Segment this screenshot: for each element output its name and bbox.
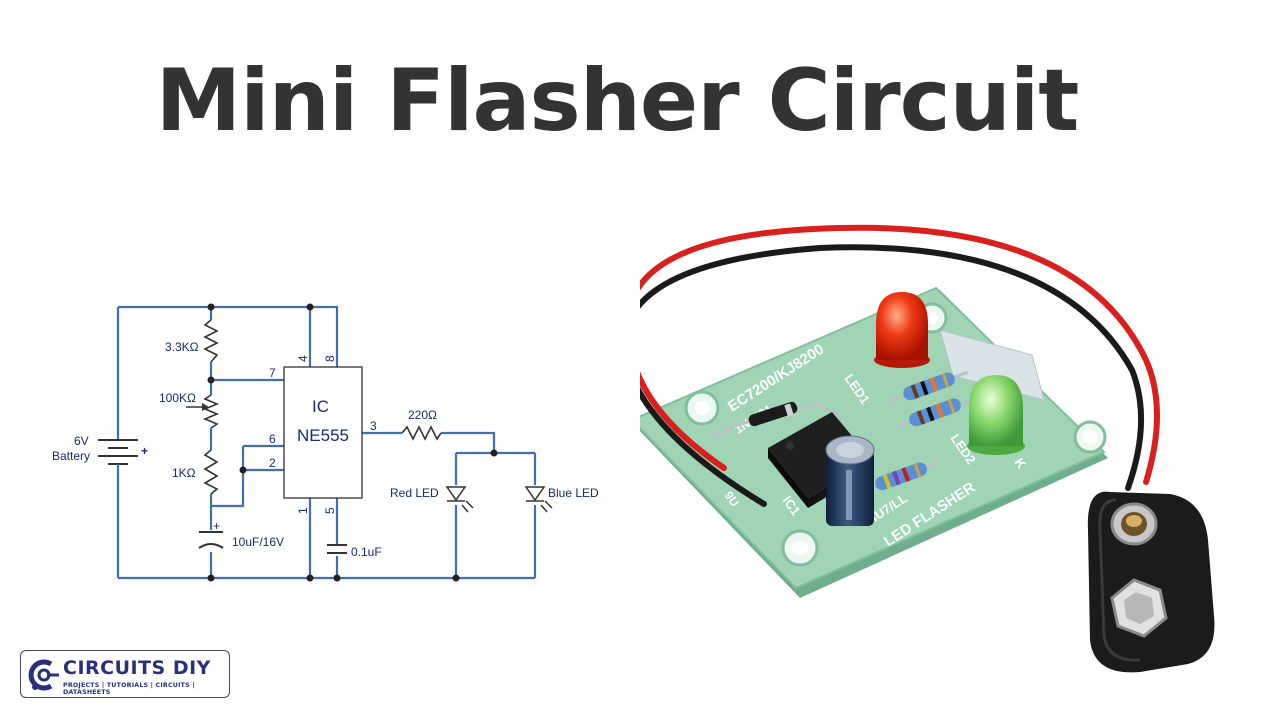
potentiometer-100k: [202, 394, 220, 429]
battery-snap-connector: [1087, 491, 1215, 673]
resistor-3k3-label: 3.3KΩ: [165, 340, 199, 354]
pin-4-label: 4: [296, 355, 310, 362]
capacitor-10uf-label: 10uF/16V: [232, 535, 284, 549]
pin-7-label: 7: [269, 366, 276, 380]
logo-tagline: PROJECTS | TUTORIALS | CIRCUITS | DATASH…: [63, 682, 195, 696]
ic-label: IC: [312, 397, 329, 416]
pin-3-label: 3: [370, 419, 377, 433]
blue-led-symbol: [524, 486, 553, 513]
resistor-220-label: 220Ω: [408, 408, 437, 422]
resistor-1: [888, 370, 969, 403]
pcb-board: [640, 286, 1106, 590]
red-led: [874, 292, 930, 368]
black-wire: [640, 244, 1145, 507]
pin-5-label: 5: [323, 507, 337, 514]
diode: [711, 401, 843, 438]
page-title: Mini Flasher Circuit: [155, 51, 1080, 151]
cap-plus-sign: +: [213, 519, 220, 533]
flasher-board-photo: EC7200/KJ8200 1N4001 LED1 LED2 K IC1 4U7…: [640, 224, 1215, 673]
pin-1-label: 1: [296, 507, 310, 514]
circuits-diy-logo: CIRCUITS DIY PROJECTS | TUTORIALS | CIRC…: [20, 650, 230, 698]
ic-ne555: [283, 366, 363, 499]
capacitor-01uf-label: 0.1uF: [351, 545, 382, 559]
pin-2-label: 2: [269, 456, 276, 470]
blue-led-label: Blue LED: [548, 486, 599, 500]
pin-6-label: 6: [269, 432, 276, 446]
ic-part-label: NE555: [297, 426, 349, 445]
red-wire: [640, 224, 1160, 485]
electrolytic-capacitor: [825, 435, 875, 526]
resistor-3k3: [203, 319, 219, 363]
potentiometer-label: 100KΩ: [159, 391, 196, 405]
resistor-2: [894, 396, 976, 429]
schematic-diagram: 6V Battery + 3.3KΩ 100KΩ 1KΩ + 10uF/16V …: [52, 303, 599, 582]
red-led-symbol: [445, 486, 474, 513]
battery-value-label: 6V: [74, 434, 89, 448]
circuit-c-icon: [28, 659, 59, 691]
logo-brand-text: CIRCUITS DIY: [63, 657, 211, 679]
battery-plus-sign: +: [141, 444, 148, 458]
resistor-1k-label: 1KΩ: [172, 466, 196, 480]
battery-label: Battery: [52, 449, 90, 463]
green-led: [967, 375, 1025, 455]
resistor-220: [401, 425, 442, 441]
pin-8-label: 8: [323, 355, 337, 362]
resistor-1k: [203, 449, 219, 495]
red-led-label: Red LED: [390, 486, 439, 500]
